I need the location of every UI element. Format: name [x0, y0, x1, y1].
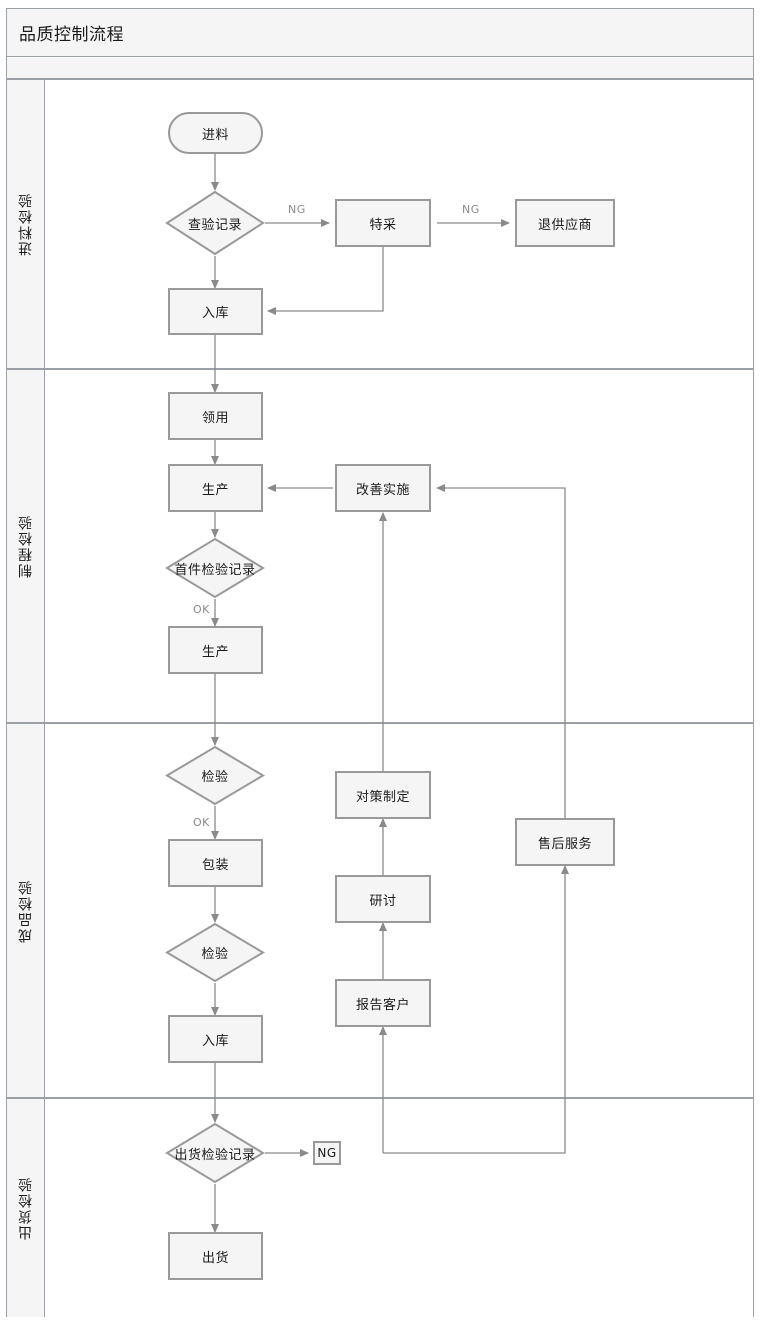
node-countermeasure-formulation[interactable]: 对策制定: [335, 771, 431, 819]
node-discussion[interactable]: 研讨: [335, 875, 431, 923]
pool-subheader-bar: [7, 58, 753, 80]
lane-label-incoming-inspection: 进料检验: [17, 192, 34, 256]
swimlane-incoming-inspection: 进料检验: [7, 80, 753, 370]
node-warehouse-in-2[interactable]: 入库: [168, 1015, 263, 1063]
node-return-to-supplier[interactable]: 退供应商: [515, 199, 615, 247]
node-special-acceptance[interactable]: 特采: [335, 199, 431, 247]
node-inspection-record[interactable]: 查验记录: [165, 190, 265, 256]
node-production-2[interactable]: 生产: [168, 626, 263, 674]
node-inspection-1-label: 检验: [201, 770, 229, 785]
node-shipping-inspection-record-label: 出货检验记录: [174, 1147, 256, 1163]
node-inspection-2[interactable]: 检验: [165, 922, 265, 983]
lane-header-finished-goods-inspection: 成品检验: [7, 724, 45, 1097]
lane-label-process-inspection: 制程检验: [17, 514, 34, 578]
edge-label-ng-2: NG: [462, 203, 480, 216]
edge-label-ok-1: OK: [193, 603, 210, 616]
node-incoming-material[interactable]: 进料: [168, 112, 263, 154]
node-production-1[interactable]: 生产: [168, 464, 263, 512]
page-title: 品质控制流程: [7, 9, 753, 57]
edge-label-ng-1: NG: [288, 203, 306, 216]
node-shipment[interactable]: 出货: [168, 1232, 263, 1280]
lane-label-shipping-inspection: 出货检验: [17, 1176, 34, 1240]
node-report-to-customer[interactable]: 报告客户: [335, 979, 431, 1027]
node-inspection-record-label: 查验记录: [187, 217, 242, 233]
lane-label-finished-goods-inspection: 成品检验: [17, 878, 34, 943]
node-after-sales-service[interactable]: 售后服务: [515, 818, 615, 866]
swimlane-shipping-inspection: 出货检验: [7, 1099, 753, 1317]
node-packaging[interactable]: 包装: [168, 839, 263, 887]
node-material-issue[interactable]: 领用: [168, 392, 263, 440]
node-inspection-2-label: 检验: [201, 947, 229, 962]
lane-header-incoming-inspection: 进料检验: [7, 80, 45, 368]
node-first-article-inspection-record[interactable]: 首件检验记录: [165, 537, 265, 599]
swimlane-process-inspection: 制程检验: [7, 370, 753, 724]
lane-header-shipping-inspection: 出货检验: [7, 1099, 45, 1317]
node-inspection-1[interactable]: 检验: [165, 745, 265, 806]
edge-label-ok-2: OK: [193, 816, 210, 829]
node-ng[interactable]: NG: [313, 1141, 341, 1165]
node-shipping-inspection-record[interactable]: 出货检验记录: [165, 1122, 265, 1184]
node-warehouse-in-1[interactable]: 入库: [168, 288, 263, 335]
node-improvement-implementation[interactable]: 改善实施: [335, 464, 431, 512]
node-first-article-inspection-record-label: 首件检验记录: [174, 562, 256, 578]
lane-header-process-inspection: 制程检验: [7, 370, 45, 722]
